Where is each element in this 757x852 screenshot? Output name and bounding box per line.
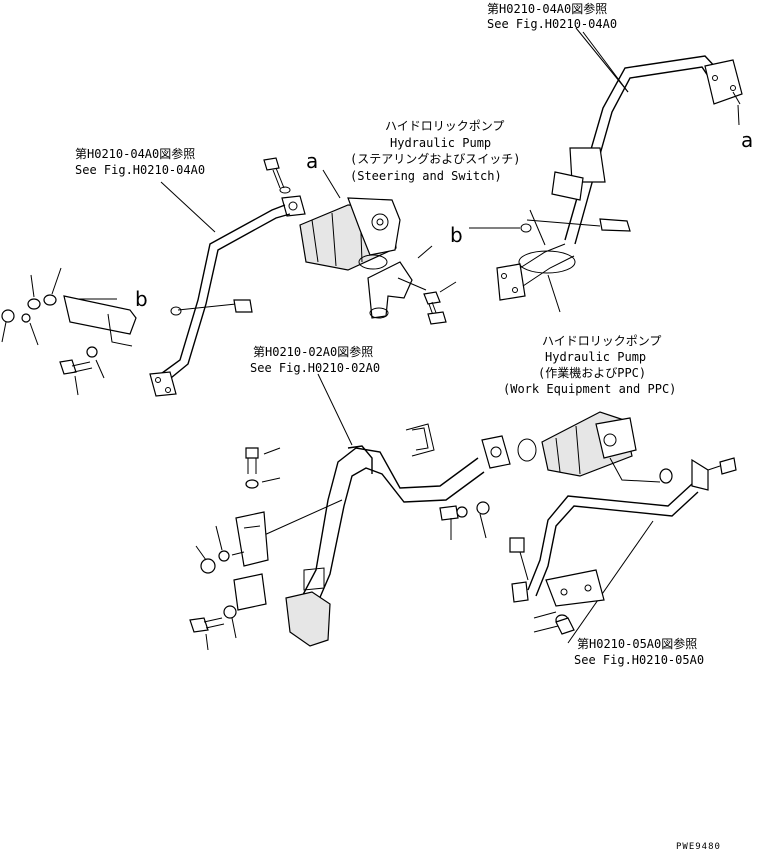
center-bracket-assembly [189, 447, 281, 651]
steering-pump-sub-en-label: (Steering and Switch) [350, 169, 502, 183]
top-right-pipe [496, 55, 743, 313]
work-pump-jp-label: ハイドロリックポンプ [542, 334, 661, 348]
leader-lines [72, 27, 740, 644]
work-pump-sub-en-label: (Work Equipment and PPC) [503, 382, 676, 396]
marker-a-right: a [741, 128, 753, 152]
work-pump-en-label: Hydraulic Pump [545, 350, 646, 364]
marker-a-center: a [306, 149, 318, 173]
work-pump-sub-jp-label: (作業機およびPPC) [538, 365, 646, 380]
steering-pump-sub-jp-label: (ステアリングおよびスイッチ) [350, 152, 520, 166]
marker-b-left: b [135, 287, 148, 311]
ref2-jp-label: 第H0210-04A0図参照 [75, 146, 195, 161]
left-pipe-assembly [1, 204, 291, 397]
work-pump [541, 411, 737, 491]
ref4-en-label: See Fig.H0210-05A0 [574, 653, 704, 667]
ref2-en-label: See Fig.H0210-04A0 [75, 163, 205, 177]
ref4-jp-label: 第H0210-05A0図参照 [577, 636, 697, 651]
ref3-en-label: See Fig.H0210-02A0 [250, 361, 380, 375]
steering-pump-en-label: Hydraulic Pump [390, 136, 491, 150]
marker-b-right: b [450, 223, 463, 247]
drawing-code: PWE9480 [676, 842, 721, 852]
ref3-jp-label: 第H0210-02A0図参照 [253, 344, 373, 359]
steering-pump-jp-label: ハイドロリックポンプ [385, 119, 504, 133]
ref1-jp-label: 第H0210-04A0図参照 [487, 1, 607, 16]
center-main-pipe [261, 423, 537, 647]
ref1-en-label: See Fig.H0210-04A0 [487, 17, 617, 31]
lower-right-pipe [509, 483, 699, 635]
steering-pump [263, 157, 457, 325]
